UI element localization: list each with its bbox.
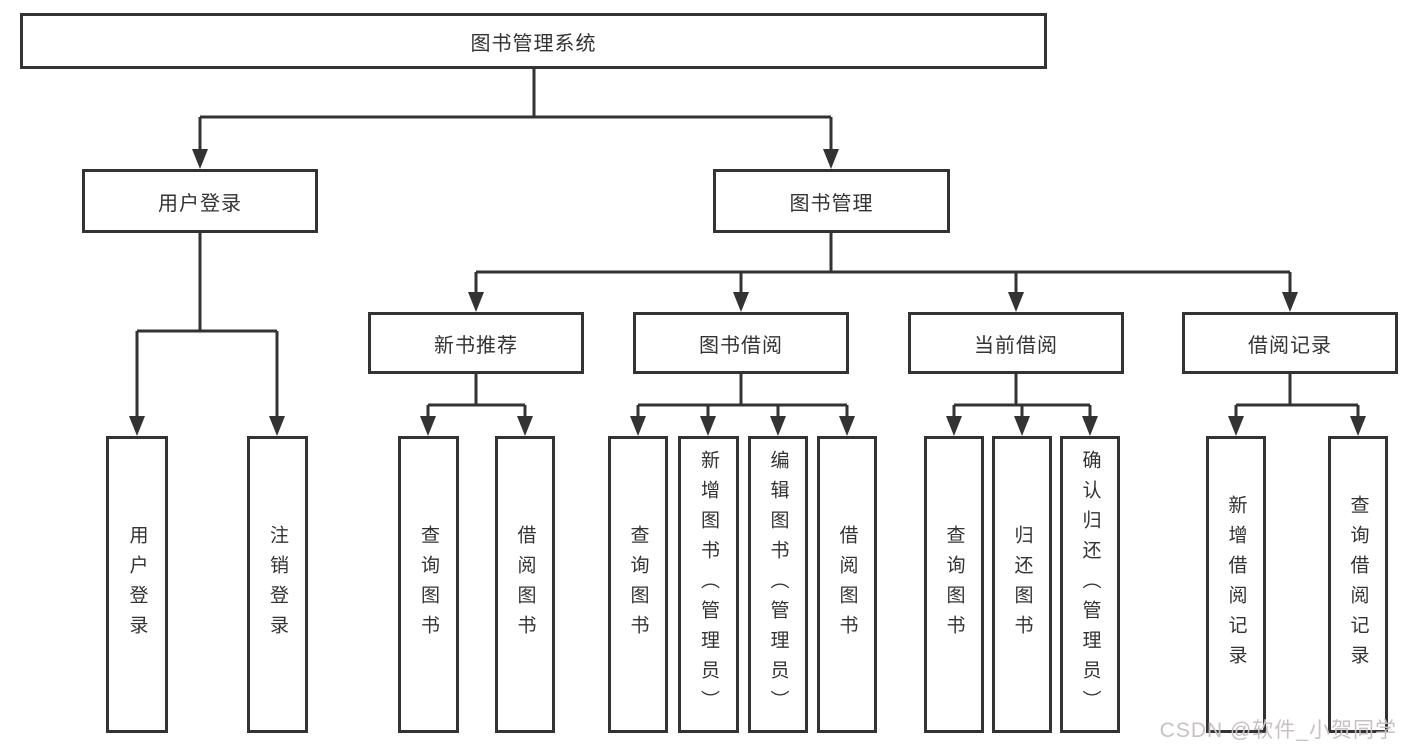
node-book-management-label: 图书管理 bbox=[789, 192, 874, 215]
leaf-edit-book-admin-label: 编辑图书（管理员） bbox=[767, 449, 789, 720]
leaf-query-books-recommend: 查询图书 bbox=[398, 436, 459, 733]
leaf-return-book-label: 归还图书 bbox=[1011, 524, 1033, 645]
leaf-query-borrow-record: 查询借阅记录 bbox=[1328, 436, 1388, 733]
node-user-login-branch-label: 用户登录 bbox=[158, 192, 242, 215]
leaf-query-books-borrow-label: 查询图书 bbox=[627, 524, 649, 645]
leaf-add-borrow-record-label: 新增借阅记录 bbox=[1225, 494, 1247, 675]
node-current-borrow-label: 当前借阅 bbox=[974, 334, 1058, 357]
leaf-logout: 注销登录 bbox=[247, 436, 308, 733]
node-book-borrow: 图书借阅 bbox=[633, 312, 849, 374]
leaf-borrow-books-label: 借阅图书 bbox=[836, 524, 858, 645]
leaf-borrow-books-recommend: 借阅图书 bbox=[495, 436, 555, 733]
csdn-watermark: CSDN @软件_小贺同学 bbox=[1159, 719, 1397, 742]
leaf-add-book-admin-label: 新增图书（管理员） bbox=[698, 449, 719, 720]
leaf-add-book-admin: 新增图书（管理员） bbox=[678, 436, 739, 733]
leaf-query-books-current: 查询图书 bbox=[924, 436, 984, 733]
leaf-add-borrow-record: 新增借阅记录 bbox=[1206, 436, 1266, 733]
leaf-query-books-current-label: 查询图书 bbox=[943, 524, 965, 645]
node-user-login-branch: 用户登录 bbox=[82, 169, 318, 233]
node-new-book-recommend: 新书推荐 bbox=[368, 312, 584, 374]
node-borrow-records: 借阅记录 bbox=[1182, 312, 1398, 374]
leaf-user-login-label: 用户登录 bbox=[126, 524, 148, 645]
leaf-query-books-borrow: 查询图书 bbox=[608, 436, 668, 733]
node-book-management: 图书管理 bbox=[713, 169, 950, 233]
leaf-edit-book-admin: 编辑图书（管理员） bbox=[748, 436, 808, 733]
node-borrow-records-label: 借阅记录 bbox=[1248, 334, 1332, 357]
leaf-confirm-return-admin-label: 确认归还（管理员） bbox=[1079, 449, 1101, 720]
leaf-confirm-return-admin: 确认归还（管理员） bbox=[1060, 436, 1120, 733]
node-root-label: 图书管理系统 bbox=[470, 32, 597, 55]
leaf-user-login: 用户登录 bbox=[106, 436, 168, 733]
node-root: 图书管理系统 bbox=[20, 13, 1047, 69]
node-current-borrow: 当前借阅 bbox=[908, 312, 1124, 374]
node-new-book-recommend-label: 新书推荐 bbox=[434, 334, 518, 357]
leaf-query-books-recommend-label: 查询图书 bbox=[418, 524, 439, 645]
leaf-return-book: 归还图书 bbox=[992, 436, 1052, 733]
leaf-borrow-books: 借阅图书 bbox=[817, 436, 877, 733]
leaf-query-borrow-record-label: 查询借阅记录 bbox=[1347, 494, 1369, 675]
leaf-borrow-books-recommend-label: 借阅图书 bbox=[514, 524, 536, 645]
leaf-logout-label: 注销登录 bbox=[267, 524, 288, 645]
node-book-borrow-label: 图书借阅 bbox=[699, 334, 783, 357]
